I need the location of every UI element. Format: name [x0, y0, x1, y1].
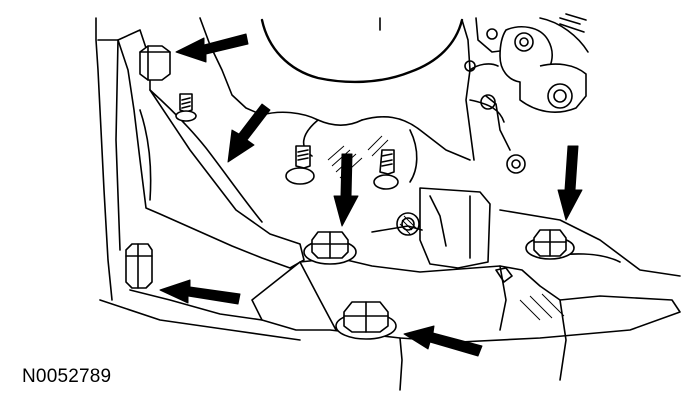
callout-arrows	[159, 33, 583, 357]
bottom-bolt	[335, 301, 397, 340]
right-bolt	[525, 229, 575, 260]
upper-left-bolt	[139, 45, 171, 81]
arrow-icon	[403, 325, 483, 357]
center-bolt	[303, 231, 357, 265]
arrow-icon	[557, 145, 583, 221]
lower-left-bolt	[125, 243, 153, 289]
arrow-icon	[333, 153, 359, 227]
studs	[175, 93, 399, 190]
figure-reference-code: N0052789	[22, 366, 112, 387]
arrow-icon	[159, 279, 241, 305]
timing-cover-components	[464, 13, 589, 174]
mount-bracket	[97, 29, 305, 269]
arrow-icon	[227, 103, 271, 163]
engine-block	[95, 17, 505, 301]
arrow-icon	[175, 33, 249, 63]
